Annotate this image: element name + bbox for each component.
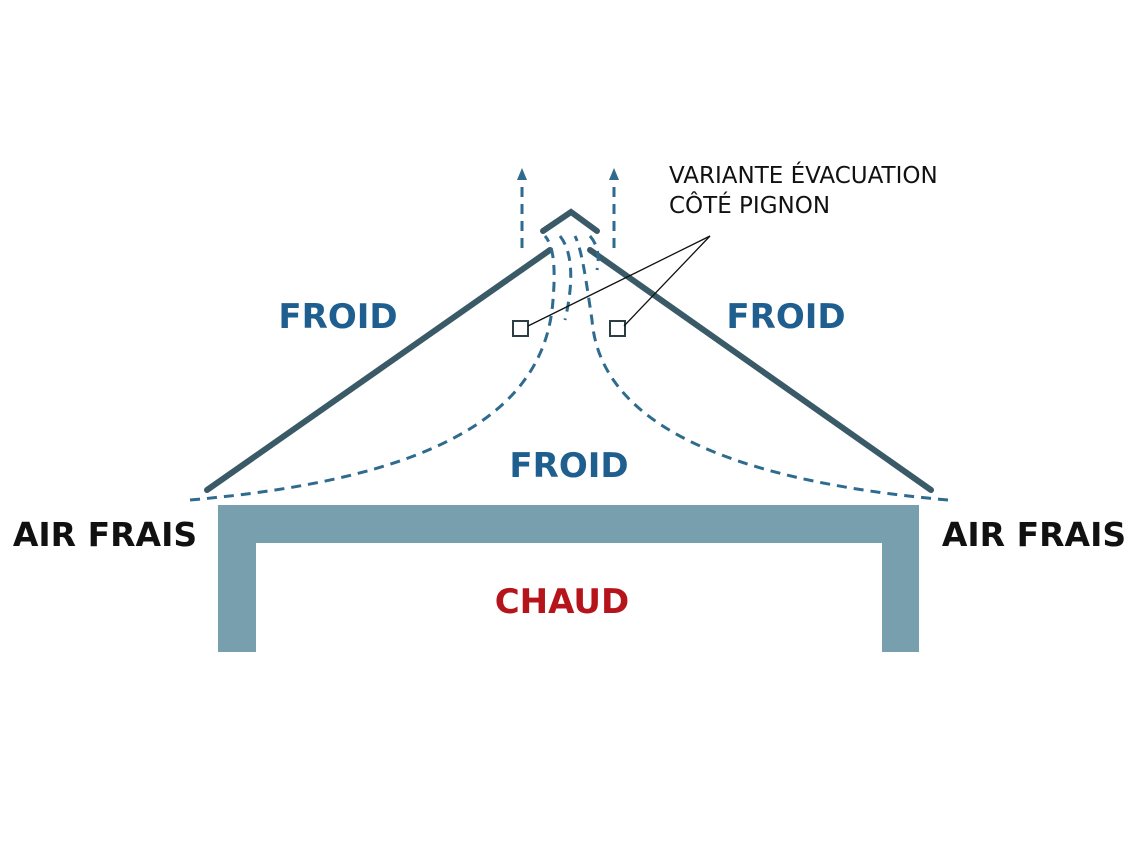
roof-left-slope xyxy=(204,247,553,493)
annotation-variant-line2: CÔTÉ PIGNON xyxy=(669,191,830,219)
airflow-left-curve xyxy=(189,235,556,502)
leader-line-right xyxy=(623,235,711,327)
airflow-right-inner-curve xyxy=(588,235,600,271)
airflow-left-inner-curve xyxy=(558,235,573,321)
label-froid-left: FROID xyxy=(278,297,397,337)
exhaust-right-arrowhead xyxy=(609,168,619,180)
label-froid-center: FROID xyxy=(509,446,628,486)
label-chaud: CHAUD xyxy=(495,582,630,622)
label-air-frais-left: AIR FRAIS xyxy=(13,515,197,554)
exhaust-left-arrowhead xyxy=(517,168,527,180)
label-air-frais-right: AIR FRAIS xyxy=(942,515,1126,554)
ceiling-and-walls xyxy=(218,505,919,652)
label-froid-right: FROID xyxy=(726,297,845,337)
ridge-cap xyxy=(540,208,600,234)
gable-vent-right xyxy=(609,320,626,337)
leader-line-left xyxy=(527,235,711,327)
gable-vent-left xyxy=(512,320,529,337)
annotation-variant-line1: VARIANTE ÉVACUATION xyxy=(669,161,938,189)
roof-right-slope xyxy=(587,247,934,493)
airflow-right-curve xyxy=(573,235,949,502)
